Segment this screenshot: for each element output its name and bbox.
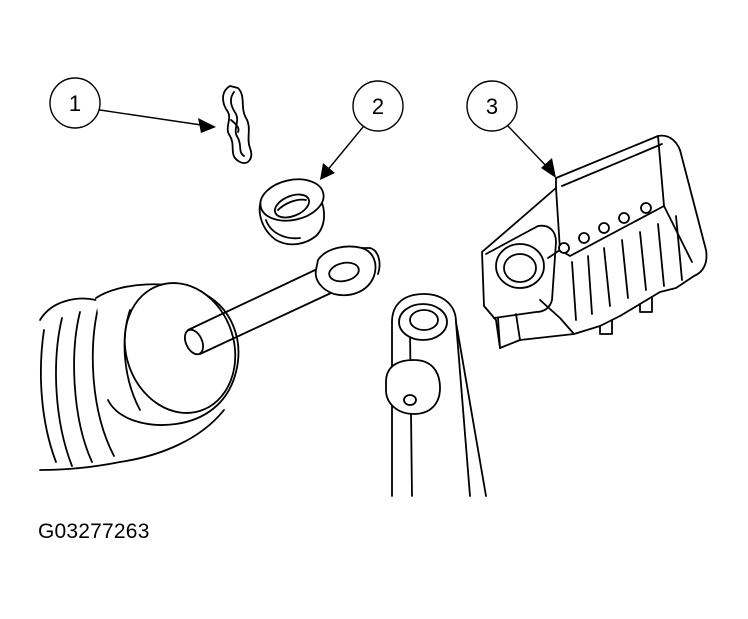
callout-2: 2 (320, 80, 404, 180)
bracket-part (481, 134, 708, 349)
callout-2-label: 2 (372, 94, 384, 119)
boot-shaft-assembly (39, 245, 381, 471)
callout-1-label: 1 (69, 91, 81, 116)
callout-3-label: 3 (486, 94, 498, 119)
lever-arm (385, 293, 487, 497)
bushing-part (258, 178, 325, 246)
callout-3-arrowhead (541, 158, 556, 178)
callout-2-arrowhead (320, 163, 335, 180)
callout-1-arrowhead (198, 118, 216, 133)
callout-1: 1 (49, 77, 216, 133)
clip-part (222, 85, 253, 164)
figure-code: G03277263 (38, 520, 150, 543)
callout-3: 3 (466, 80, 556, 178)
